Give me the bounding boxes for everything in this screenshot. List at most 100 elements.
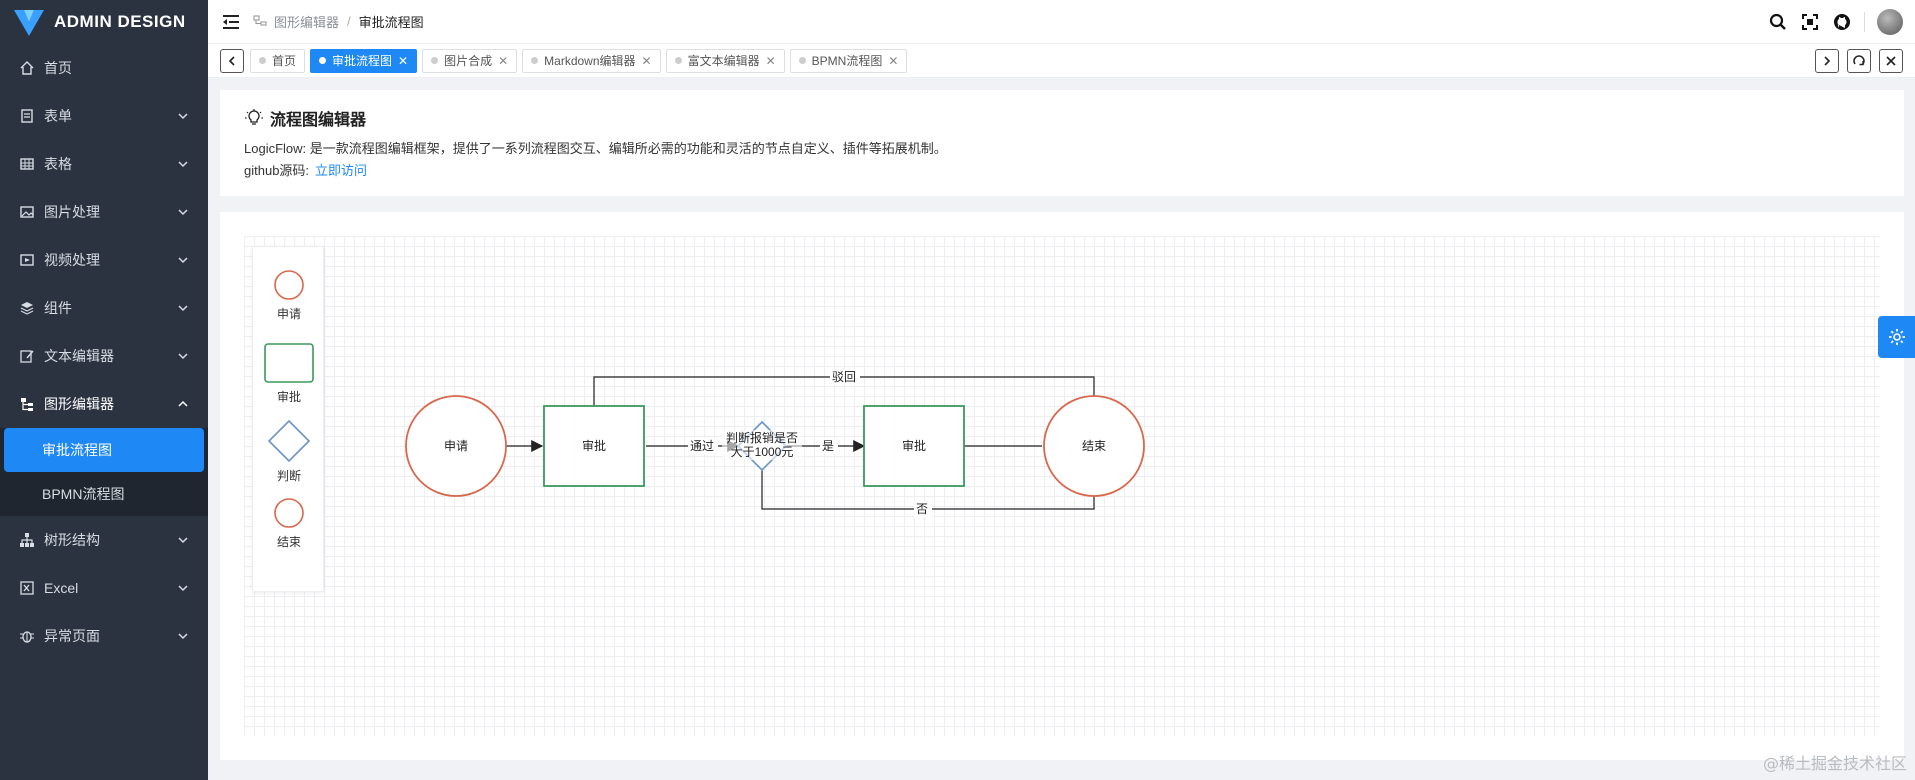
home-icon bbox=[18, 59, 36, 77]
source-link[interactable]: 立即访问 bbox=[315, 163, 368, 178]
breadcrumb-current: 审批流程图 bbox=[358, 15, 424, 30]
node-label-line2: 大于1000元 bbox=[731, 445, 794, 459]
chevron-down-icon bbox=[178, 633, 188, 640]
tabs-bar: 首页 审批流程图 ✕ 图片合成 ✕ Markdown编辑器 ✕ 富文本编辑器 ✕ BPM… bbox=[208, 44, 1915, 78]
chevron-down-icon bbox=[178, 305, 188, 312]
tab-dot bbox=[674, 57, 682, 64]
search-icon[interactable] bbox=[1768, 12, 1788, 32]
node-decision[interactable]: 判断报销是否 大于1000元 bbox=[722, 420, 802, 472]
settings-button[interactable] bbox=[1878, 316, 1915, 358]
sidebar-subitem-approval-flow[interactable]: 审批流程图 bbox=[4, 428, 204, 472]
palette-item-approve[interactable]: 审批 bbox=[253, 342, 325, 405]
close-icon[interactable]: ✕ bbox=[765, 53, 776, 68]
tree-icon bbox=[18, 531, 36, 549]
tab-dot bbox=[531, 57, 539, 64]
diamond-node-icon bbox=[267, 419, 311, 463]
sidebar: ADMIN DESIGN 首页 表单 表格 图片处理 视频处理 组 bbox=[0, 0, 208, 780]
tab-bpmn[interactable]: BPMN流程图✕ bbox=[789, 48, 908, 73]
tab-dot bbox=[259, 57, 266, 64]
palette-item-label: 判断 bbox=[276, 469, 301, 483]
menu-fold-icon[interactable] bbox=[220, 11, 242, 33]
sidebar-subitem-bpmn[interactable]: BPMN流程图 bbox=[42, 486, 125, 502]
form-icon bbox=[18, 107, 36, 125]
node-end[interactable]: 结束 bbox=[1043, 395, 1145, 497]
sidebar-item-tree[interactable]: 树形结构 bbox=[0, 516, 208, 564]
gear-icon bbox=[1888, 329, 1905, 345]
palette-item-end[interactable]: 结束 bbox=[253, 497, 325, 550]
refresh-tab-button[interactable] bbox=[1847, 48, 1871, 73]
sidebar-item-graph-editor[interactable]: 图形编辑器 bbox=[0, 380, 208, 428]
close-icon[interactable]: ✕ bbox=[641, 53, 652, 68]
palette-item-decision[interactable]: 判断 bbox=[253, 419, 325, 484]
tab-image-compose[interactable]: 图片合成 ✕ bbox=[422, 48, 518, 73]
palette-item-label: 申请 bbox=[276, 307, 301, 321]
close-icon bbox=[1886, 55, 1896, 66]
watermark: @稀土掘金技术社区 bbox=[1762, 754, 1907, 773]
sidebar-item-components[interactable]: 组件 bbox=[0, 284, 208, 332]
sidebar-item-label: 首页 bbox=[44, 60, 72, 76]
tab-label: 图片合成 bbox=[444, 54, 493, 68]
editor-card: 申请 审批 判断 结束 bbox=[220, 212, 1904, 760]
graph-icon bbox=[253, 14, 267, 26]
lightbulb-icon bbox=[245, 109, 263, 125]
close-icon[interactable]: ✕ bbox=[398, 53, 409, 68]
chevron-down-icon bbox=[178, 257, 188, 264]
graph-icon bbox=[18, 395, 36, 413]
video-icon bbox=[18, 251, 36, 269]
tab-approval-flow[interactable]: 审批流程图 ✕ bbox=[310, 48, 418, 73]
sidebar-item-home[interactable]: 首页 bbox=[0, 44, 208, 92]
refresh-icon bbox=[1853, 54, 1865, 65]
sidebar-item-image[interactable]: 图片处理 bbox=[0, 188, 208, 236]
tab-label: 审批流程图 bbox=[332, 54, 393, 68]
sidebar-item-error-pages[interactable]: 异常页面 bbox=[0, 612, 208, 660]
chevron-down-icon bbox=[178, 585, 188, 592]
excel-icon bbox=[18, 579, 36, 597]
sidebar-item-form[interactable]: 表单 bbox=[0, 92, 208, 140]
sidebar-item-label: 表格 bbox=[44, 156, 72, 172]
github-icon[interactable] bbox=[1832, 12, 1852, 32]
app-logo[interactable]: ADMIN DESIGN bbox=[0, 0, 208, 44]
close-icon[interactable]: ✕ bbox=[888, 53, 899, 68]
sidebar-item-label: Excel bbox=[44, 580, 79, 596]
fullscreen-icon[interactable] bbox=[1800, 12, 1820, 32]
chevron-down-icon bbox=[178, 537, 188, 544]
sidebar-item-table[interactable]: 表格 bbox=[0, 140, 208, 188]
node-approve1[interactable]: 审批 bbox=[543, 405, 645, 487]
sidebar-item-text-editor[interactable]: 文本编辑器 bbox=[0, 332, 208, 380]
breadcrumb-parent[interactable]: 图形编辑器 bbox=[274, 15, 340, 30]
sidebar-item-label: 异常页面 bbox=[44, 628, 100, 644]
sidebar-item-label: 组件 bbox=[44, 300, 72, 316]
info-title-text: 流程图编辑器 bbox=[270, 112, 367, 129]
tab-markdown-editor[interactable]: Markdown编辑器 ✕ bbox=[522, 48, 661, 73]
palette-item-label: 结束 bbox=[276, 535, 301, 549]
user-avatar[interactable] bbox=[1877, 8, 1903, 35]
tabs-scroll-right-button[interactable] bbox=[1815, 48, 1839, 73]
edge-label-pass: 通过 bbox=[690, 439, 714, 453]
chevron-left-icon bbox=[228, 55, 235, 66]
app-brand: ADMIN DESIGN bbox=[54, 12, 186, 31]
tab-rich-text-editor[interactable]: 富文本编辑器 ✕ bbox=[665, 48, 785, 73]
tab-label: Markdown编辑器 bbox=[544, 54, 636, 68]
node-start[interactable]: 申请 bbox=[405, 395, 507, 497]
sidebar-item-video[interactable]: 视频处理 bbox=[0, 236, 208, 284]
info-title: 流程图编辑器 bbox=[244, 106, 1880, 130]
close-icon[interactable]: ✕ bbox=[498, 53, 509, 68]
close-all-tabs-button[interactable] bbox=[1879, 48, 1903, 73]
palette-item-apply[interactable]: 申请 bbox=[253, 269, 325, 322]
node-approve2[interactable]: 审批 bbox=[863, 405, 965, 487]
node-label: 审批 bbox=[582, 438, 606, 453]
flow-canvas[interactable]: 申请 审批 判断 结束 bbox=[244, 236, 1880, 736]
sidebar-item-excel[interactable]: Excel bbox=[0, 564, 208, 612]
tabs-scroll-left-button[interactable] bbox=[220, 48, 244, 73]
node-label: 申请 bbox=[444, 439, 468, 453]
tab-dot bbox=[431, 57, 439, 64]
chevron-right-icon bbox=[1824, 55, 1831, 66]
tab-home[interactable]: 首页 bbox=[250, 48, 306, 73]
tabs-actions bbox=[1815, 48, 1903, 73]
tab-label: 富文本编辑器 bbox=[687, 54, 760, 68]
palette-item-label: 审批 bbox=[276, 390, 301, 404]
chevron-up-icon bbox=[178, 400, 188, 407]
graph-editor-submenu: 审批流程图 BPMN流程图 bbox=[0, 428, 208, 516]
sidebar-item-label: 文本编辑器 bbox=[44, 348, 114, 364]
tab-label: 首页 bbox=[272, 54, 297, 68]
